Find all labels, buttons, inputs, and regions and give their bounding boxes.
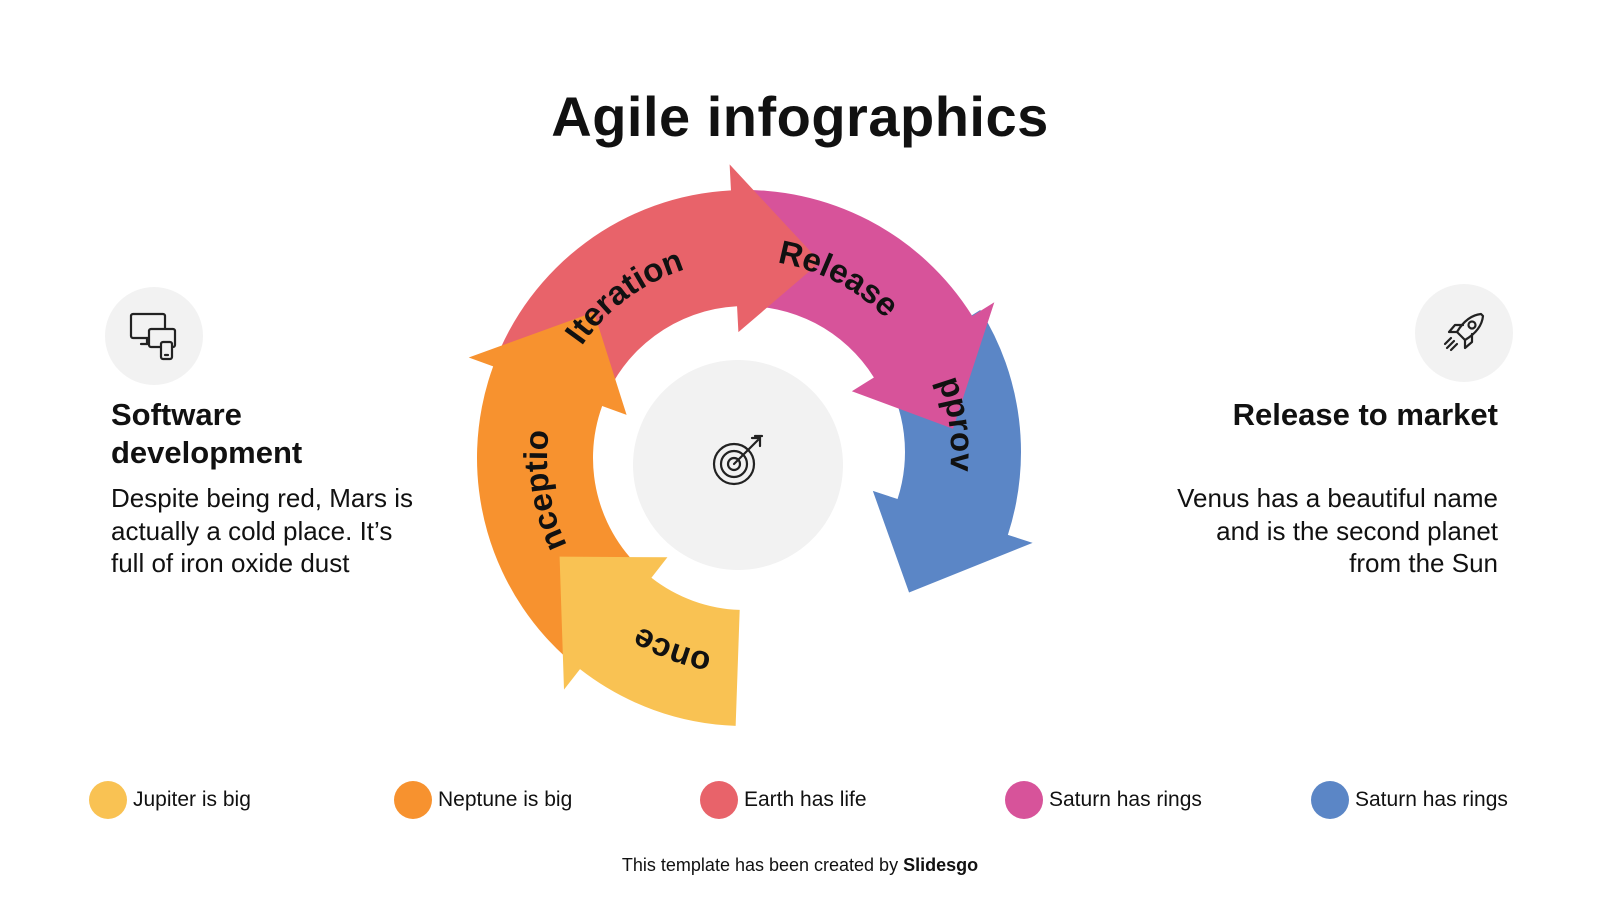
release-to-market-heading: Release to market bbox=[1232, 397, 1498, 432]
legend-item-earth: Earth has life bbox=[700, 780, 867, 820]
center-circle bbox=[633, 360, 843, 570]
legend-dot bbox=[394, 781, 432, 819]
rocket-icon bbox=[1415, 284, 1513, 382]
legend-dot bbox=[700, 781, 738, 819]
legend-dot bbox=[1311, 781, 1349, 819]
devices-icon bbox=[105, 287, 203, 385]
software-development-text: Despite being red, Mars is actually a co… bbox=[111, 483, 414, 578]
legend-label: Saturn has rings bbox=[1355, 788, 1508, 811]
legend-dot bbox=[89, 781, 127, 819]
footer-credit: This template has been created by Slides… bbox=[0, 855, 1600, 876]
legend-item-jupiter: Jupiter is big bbox=[89, 780, 251, 820]
legend-item-saturn-blue: Saturn has rings bbox=[1311, 780, 1508, 820]
concept-arrow bbox=[559, 556, 740, 726]
legend-label: Neptune is big bbox=[438, 788, 573, 811]
footer-brand: Slidesgo bbox=[903, 855, 979, 875]
release-to-market-text: Venus has a beautiful name and is the se… bbox=[1177, 483, 1498, 578]
page-title: Agile infographics bbox=[551, 85, 1049, 148]
target-icon bbox=[712, 434, 764, 486]
legend-item-neptune: Neptune is big bbox=[394, 780, 572, 820]
footer-prefix: This template has been created by bbox=[621, 855, 904, 875]
software-development-heading: Software development bbox=[111, 397, 303, 470]
legend-item-saturn-pink: Saturn has rings bbox=[1005, 780, 1202, 820]
legend-dot bbox=[1005, 781, 1043, 819]
legend-label: Saturn has rings bbox=[1049, 788, 1202, 811]
legend-label: Earth has life bbox=[744, 788, 867, 811]
legend-label: Jupiter is big bbox=[133, 788, 251, 811]
